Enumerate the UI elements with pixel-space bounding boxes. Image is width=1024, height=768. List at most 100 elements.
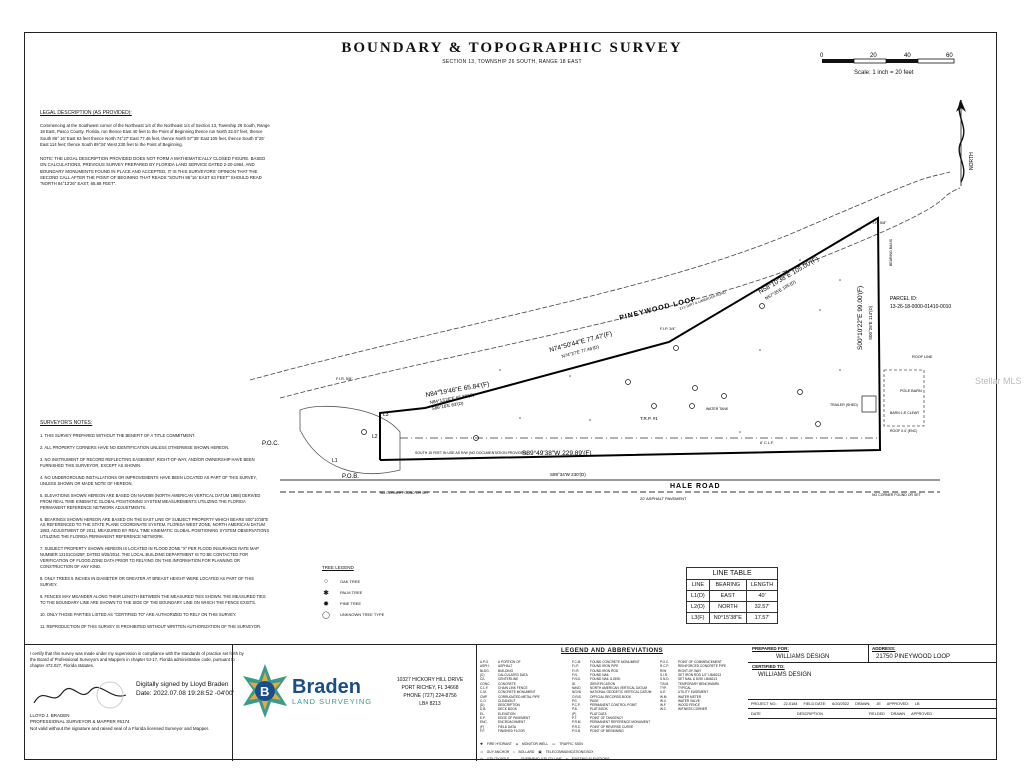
company-name: Braden (292, 676, 361, 698)
abbr-meaning: FOUND IRON PIPE (590, 664, 619, 669)
fire-hydrant-icon: ✚ (480, 742, 483, 746)
row-note: SOUTH 15 FEET IN USE AS R/W (NO DOCUMENT… (415, 451, 527, 455)
tree-symbol (692, 385, 698, 391)
pob-label: P.O.B. (342, 474, 359, 480)
abbr-meaning: ELEVATION (498, 711, 516, 716)
prepared-for-label: PREPARED FOR: (752, 646, 789, 651)
note-8: 8. ONLY TREES 5 INCHES IN DIAMETER OR GR… (40, 575, 254, 587)
tree-symbol (797, 389, 803, 395)
company-address: 10327 HICKORY HILL DRIVE PORT RICHEY, FL… (380, 676, 480, 708)
abbr-code: P.R.M. (572, 720, 582, 725)
legend-and-abbreviations: LEGEND AND ABBREVIATIONS A.P.O.A PORTION… (476, 644, 748, 761)
abbr-code: (C) (480, 672, 485, 677)
abbr-code: W.V. (660, 698, 667, 703)
survey-subtitle: SECTION 13, TOWNSHIP 26 SOUTH, RANGE 18 … (442, 59, 582, 65)
legend-title: LEGEND AND ABBREVIATIONS (560, 648, 664, 654)
note-7: 7. SUBJECT PROPERTY SHOWN HEREON IS LOCA… (40, 546, 259, 569)
abbr-row: BLDG.BUILDING (480, 669, 568, 673)
abbr-meaning: WATER METER (678, 694, 702, 699)
signature-image (33, 681, 127, 709)
abbr-meaning: POINT OF REVERSE CURVE (590, 724, 634, 729)
abbr-code: F.F. (480, 729, 485, 733)
abbr-code: F.N. (572, 672, 578, 677)
abbr-row: D.B.DECK BOOK (480, 707, 568, 711)
abbr-row: S.I.R.SET IRON ROD 1/2" LB#8213 (660, 673, 748, 677)
abbr-code: P.R.C. (572, 724, 581, 729)
abbr-code: (P) (572, 711, 577, 716)
line-table-header: LINE BEARING LENGTH (686, 579, 779, 591)
digital-signature: Digitally signed by Lloyd Braden Date: 2… (136, 681, 234, 699)
certification-text: I certify that this survey was made unde… (30, 651, 244, 669)
table-cell: EAST (708, 590, 747, 602)
surveyors-notes: SURVEYOR'S NOTES: 1. THIS SURVEY PREPARE… (40, 420, 272, 635)
abbr-code: TYP. (660, 685, 667, 690)
abbr-code: NAVD (572, 685, 581, 690)
abbr-meaning: WATER VALVE (678, 698, 700, 703)
abbr-code: (F) (480, 724, 485, 729)
abbr-meaning: FINISHED FLOOR (498, 729, 525, 733)
fir-label-2: F.I.R. 5/8" (870, 221, 887, 225)
abbr-meaning: SET NAIL & DISK LB#8213 (678, 677, 717, 682)
symbol-label: BOLLARD (518, 750, 535, 754)
symbol-legend: ◁GUY ANCHOR •BOLLARD ▣TELECOMMUNICATIONS… (480, 750, 594, 754)
abbr-code: F.N.D. (572, 677, 581, 682)
field-date: 6/20/2022 (832, 702, 850, 706)
abbr-code: PG. (572, 698, 578, 703)
scale-tick-60: 60 (946, 53, 953, 59)
tree-legend: TREE LEGEND ○OAK TREE ✱PALM TREE ✹PINE T… (322, 565, 442, 620)
abbr-row: P.B.PLAT BOOK (572, 707, 660, 711)
abbr-meaning: POINT OF TANGENCY (590, 716, 624, 721)
symbol-label: MONITOR WELL (521, 742, 549, 746)
scale-bar: 0 20 40 60 (820, 53, 955, 64)
abbr-row: ASPH.ASPHALT (480, 664, 568, 668)
abbr-row: F.F. FINISHED FLOOR (480, 729, 568, 733)
address-label: ADDRESS: (872, 646, 896, 651)
abbr-code: P.B. (572, 707, 578, 712)
footer-divider (476, 645, 477, 761)
tree-legend-label: UNKNOWN TREE TYPE (340, 612, 385, 617)
abbr-row: (F)FIELD DATA (480, 725, 568, 729)
abbr-code: F.I.R. (572, 668, 580, 673)
abbr-meaning: CHAIN LINK FENCE (498, 685, 528, 690)
abbr-code: P.C.P. (572, 703, 581, 708)
tree-symbol (689, 403, 695, 409)
abbr-meaning: A PORTION OF (498, 660, 521, 664)
table-cell: 17.57' (745, 612, 779, 624)
symbol-label: EXISTING ELEVATIONS (571, 757, 610, 761)
abbr-code: O.R.B. (572, 694, 582, 699)
line-tag-l3: L3 (383, 412, 389, 418)
line-table-caption: LINE TABLE (686, 567, 779, 579)
note-5: 5. ELEVATIONS SHOWN HEREON ARE BASED ON … (40, 492, 261, 510)
abbr-meaning: CENTERLINE (498, 677, 519, 682)
abbr-row: O.R.B.OFFICIAL RECORDS BOOK (572, 695, 660, 699)
bearing-south-f: S89°49'38"W 229.89'(F) (522, 449, 592, 457)
abbr-code: F.C.M. (572, 660, 582, 664)
abbr-meaning: FOUND NAIL & DISK (590, 677, 621, 682)
line-tag-l2: L2 (372, 434, 378, 440)
symbol-label: GUY ANCHOR (486, 750, 510, 754)
abbr-row: C.M.CONCRETE MONUMENT (480, 690, 568, 694)
abbr-code: CMP (480, 694, 488, 699)
abbr-meaning: PERMANENT CONTROL POINT (590, 703, 637, 708)
road-hale: HALE ROAD (670, 483, 721, 490)
line-table-col: LENGTH (745, 579, 779, 591)
bearing-east-f: S00°10'22"E 99.00'(F) (856, 286, 864, 350)
bearing-n1-d: S86°16'E 63'(D) (431, 400, 464, 411)
scale-tick-20: 20 (870, 53, 877, 59)
table-cell: NORTH (708, 601, 747, 613)
abbr-meaning: UTILITY EASEMENT (678, 690, 709, 695)
trees (361, 303, 821, 441)
telecom-box-icon: ▣ (538, 750, 542, 754)
tree-legend-label: PINE TREE (340, 601, 362, 606)
note-6: 6. BEARINGS SHOWN HEREON ARE BASED ON TH… (40, 516, 270, 540)
abbr-code: S.I.R. (660, 672, 668, 677)
surveyor-name: LLOYD J. BRADEN (30, 713, 70, 718)
monitor-well-icon: ● (515, 742, 518, 746)
pole-barn-label: POLE BARN (900, 389, 922, 393)
tree-legend-row: ○OAK TREE (322, 576, 442, 587)
abbr-row: F.N.FOUND NAIL (572, 673, 660, 677)
